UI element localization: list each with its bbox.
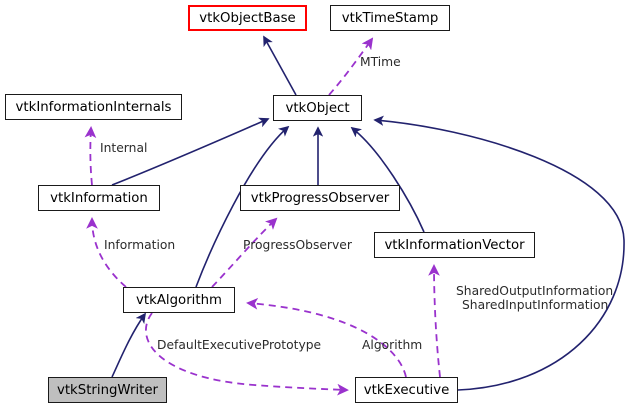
edge-vtkalgorithm-to-vtkinformation bbox=[86, 217, 127, 288]
edge-vtkalgorithm-to-vtkprogressobserver bbox=[211, 217, 278, 288]
node-label: vtkExecutive bbox=[363, 382, 450, 398]
edge-label-algorithm: Algorithm bbox=[362, 338, 423, 352]
edge-vtkexecutive-to-vtkinformationvector bbox=[428, 264, 441, 378]
edge-vtkstringwriter-to-vtkalgorithm bbox=[111, 312, 147, 378]
edge-vtkalgorithm-to-vtkobject bbox=[195, 125, 290, 288]
edge-label-progressobserver: ProgressObserver bbox=[243, 238, 352, 252]
node-label: vtkInformationInternals bbox=[15, 99, 172, 115]
node-label: vtkObject bbox=[285, 100, 350, 116]
node-vtkprogressobserver[interactable]: vtkProgressObserver bbox=[240, 185, 400, 211]
inheritance-edges bbox=[111, 35, 625, 391]
node-vtkstringwriter[interactable]: vtkStringWriter bbox=[48, 377, 167, 403]
edge-vtkalgorithm-to-vtkexecutive bbox=[145, 312, 349, 396]
association-edges bbox=[84, 37, 441, 396]
node-label: vtkObjectBase bbox=[199, 10, 296, 26]
edge-label-defaultexecutiveprototype: DefaultExecutivePrototype bbox=[157, 338, 322, 352]
edge-vtkobject-to-vtktimestamp bbox=[328, 37, 374, 96]
node-vtkinformation[interactable]: vtkInformation bbox=[38, 185, 160, 211]
node-vtkalgorithm[interactable]: vtkAlgorithm bbox=[123, 287, 235, 313]
edge-label-sharedinputinformation: SharedInputInformation bbox=[462, 298, 609, 312]
node-vtktimestamp[interactable]: vtkTimeStamp bbox=[330, 5, 450, 31]
node-label: vtkAlgorithm bbox=[136, 292, 222, 308]
edge-label-information: Information bbox=[104, 238, 176, 252]
node-vtkinformationinternals[interactable]: vtkInformationInternals bbox=[5, 94, 182, 120]
edge-vtkinformation-to-vtkinformationinternals bbox=[84, 126, 97, 186]
node-vtkobjectbase[interactable]: vtkObjectBase bbox=[188, 5, 307, 31]
node-label: vtkTimeStamp bbox=[341, 10, 439, 26]
edge-vtkinformationvector-to-vtkobject bbox=[350, 126, 425, 233]
node-label: vtkStringWriter bbox=[56, 382, 159, 398]
node-label: vtkInformationVector bbox=[384, 237, 525, 253]
edge-vtkobject-to-vtkobjectbase bbox=[263, 35, 297, 96]
node-vtkinformationvector[interactable]: vtkInformationVector bbox=[374, 232, 535, 258]
node-vtkexecutive[interactable]: vtkExecutive bbox=[355, 377, 458, 403]
edge-vtkinformation-to-vtkobject bbox=[111, 117, 270, 186]
node-label: vtkProgressObserver bbox=[250, 190, 390, 206]
edge-label-sharedoutputinformation: SharedOutputInformation bbox=[456, 284, 614, 298]
edge-vtkexecutive-to-vtkobject bbox=[373, 115, 625, 391]
node-vtkobject[interactable]: vtkObject bbox=[273, 95, 362, 121]
node-label: vtkInformation bbox=[50, 190, 148, 206]
edge-vtkexecutive-to-vtkalgorithm bbox=[246, 297, 407, 378]
edge-label-internal: Internal bbox=[100, 141, 148, 155]
edge-label-mtime: MTime bbox=[360, 55, 401, 69]
